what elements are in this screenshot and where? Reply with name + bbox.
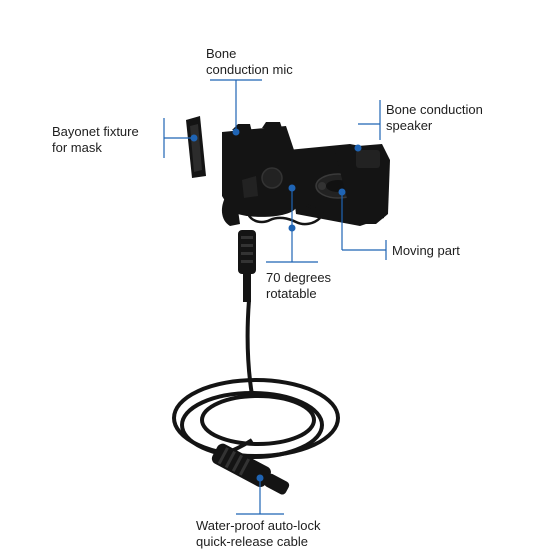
label-line: Bone conduction xyxy=(386,102,483,117)
coiled-cable xyxy=(172,299,340,459)
callout-dots xyxy=(190,128,362,482)
label-line: quick-release cable xyxy=(196,534,309,549)
label-line: Bayonet fixture xyxy=(52,124,139,139)
label-water-proof-cable: Water-proof auto-lock quick-release cabl… xyxy=(196,518,321,550)
label-bayonet-fixture: Bayonet fixture for mask xyxy=(52,124,139,156)
lower-connector xyxy=(211,443,290,495)
label-line: Water-proof auto-lock xyxy=(196,518,321,533)
label-line: rotatable xyxy=(266,286,317,301)
upper-connector xyxy=(238,230,256,302)
label-line: for mask xyxy=(52,140,102,155)
label-bone-conduction-speaker: Bone conduction speaker xyxy=(386,102,483,134)
bayonet-fixture xyxy=(186,116,206,178)
mic-body xyxy=(221,122,296,226)
label-bone-conduction-mic: Bone conduction mic xyxy=(206,46,293,78)
label-line: Moving part xyxy=(392,243,460,258)
label-line: speaker xyxy=(386,118,433,133)
leader-lines xyxy=(163,79,387,515)
label-line: Bone xyxy=(206,46,237,61)
label-moving-part: Moving part xyxy=(392,243,460,259)
internal-wire xyxy=(246,213,321,226)
speaker-pad xyxy=(334,144,390,224)
label-line: conduction mic xyxy=(206,62,293,77)
label-line: 70 degrees xyxy=(266,270,332,285)
label-70-degrees-rotatable: 70 degrees rotatable xyxy=(266,270,331,302)
